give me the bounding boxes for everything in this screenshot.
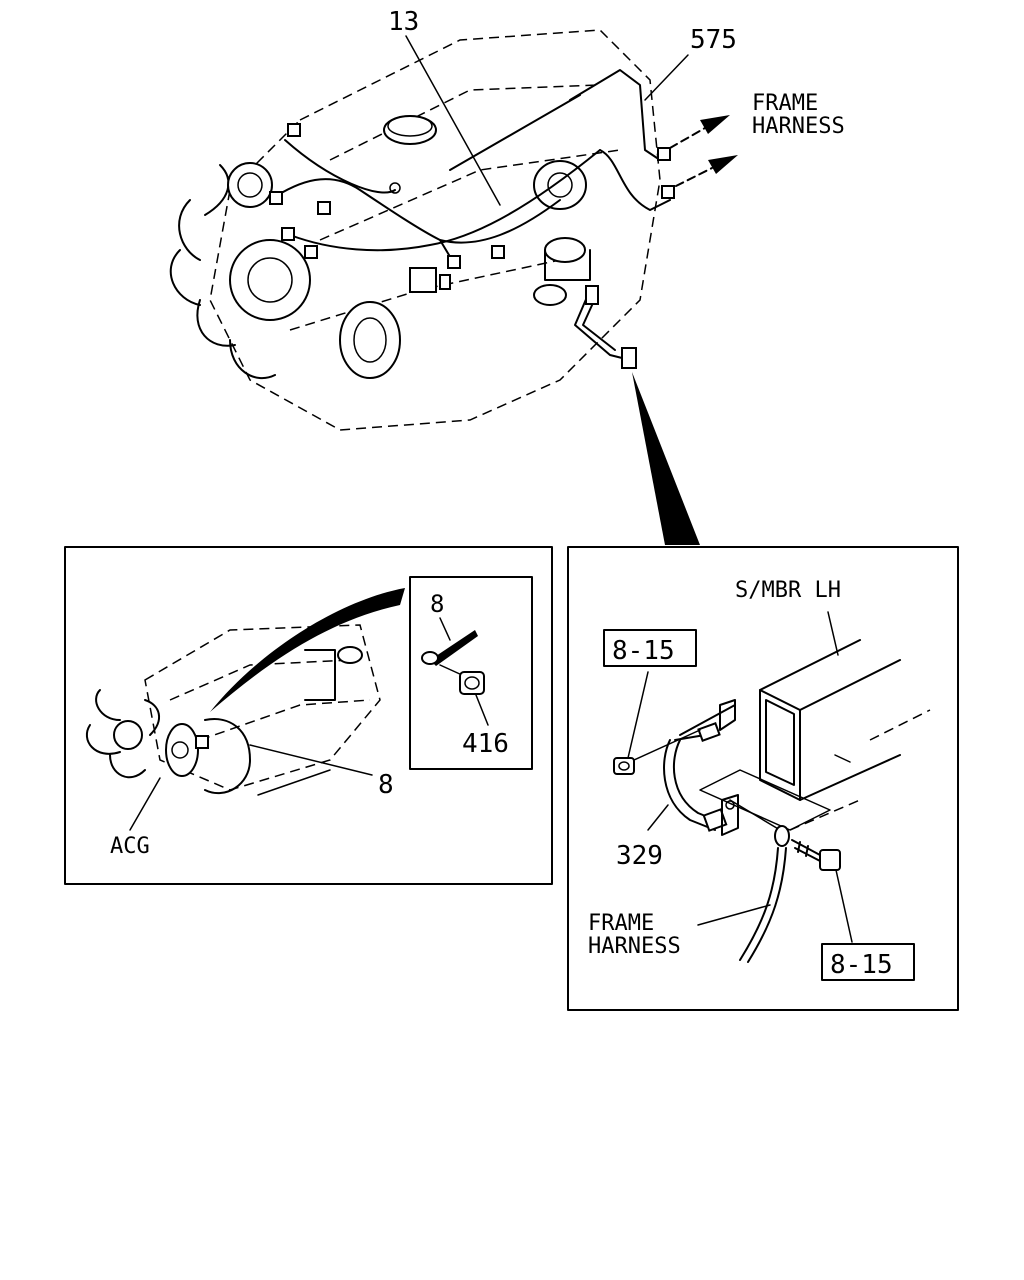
callout-8-detail: 8 bbox=[430, 590, 444, 618]
side-member-lh bbox=[699, 639, 931, 831]
callout-575: 575 bbox=[690, 25, 737, 55]
engine-assembly bbox=[169, 29, 675, 431]
callout-416: 416 bbox=[462, 729, 509, 759]
ref-box-8-15-bottom bbox=[821, 943, 915, 981]
connector-icon bbox=[281, 227, 295, 241]
nut-8-15 bbox=[613, 671, 701, 775]
connector-icon bbox=[287, 123, 301, 137]
callout-13: 13 bbox=[388, 7, 419, 37]
callout-329: 329 bbox=[616, 841, 663, 871]
connector-icon bbox=[304, 245, 318, 259]
callout-8-cable: 8 bbox=[378, 770, 394, 800]
connector-icon bbox=[269, 191, 283, 205]
frame-harness-label-top-2: HARNESS bbox=[752, 114, 845, 139]
frame-harness-label-right-2: HARNESS bbox=[588, 934, 681, 959]
zoom-pointer bbox=[632, 372, 700, 545]
connector-icon bbox=[491, 245, 505, 259]
connector-icon bbox=[317, 201, 331, 215]
side-member-label: S/MBR LH bbox=[735, 578, 841, 603]
ref-box-8-15-top bbox=[603, 629, 697, 667]
bolt-8-15 bbox=[791, 839, 853, 943]
ref-8-15-top: 8-15 bbox=[612, 636, 675, 666]
connector-icon bbox=[661, 185, 675, 199]
terminal-detail bbox=[421, 617, 489, 726]
frame-harness-label-top: FRAME bbox=[752, 91, 818, 116]
arrow-right-icon bbox=[669, 115, 738, 187]
left-detail-panel bbox=[64, 546, 553, 885]
terminal-detail-box bbox=[409, 576, 533, 770]
connector-icon bbox=[447, 255, 461, 269]
connector-icon bbox=[657, 147, 671, 161]
alternator-view bbox=[85, 624, 381, 796]
ground-cable-329 bbox=[663, 699, 781, 836]
right-detail-panel bbox=[567, 546, 959, 1011]
ref-8-15-bottom: 8-15 bbox=[830, 950, 893, 980]
frame-harness-wire bbox=[697, 825, 790, 963]
frame-harness-label-right: FRAME bbox=[588, 911, 654, 936]
zoom-pointer-left bbox=[210, 588, 405, 712]
callout-acg: ACG bbox=[110, 834, 150, 859]
